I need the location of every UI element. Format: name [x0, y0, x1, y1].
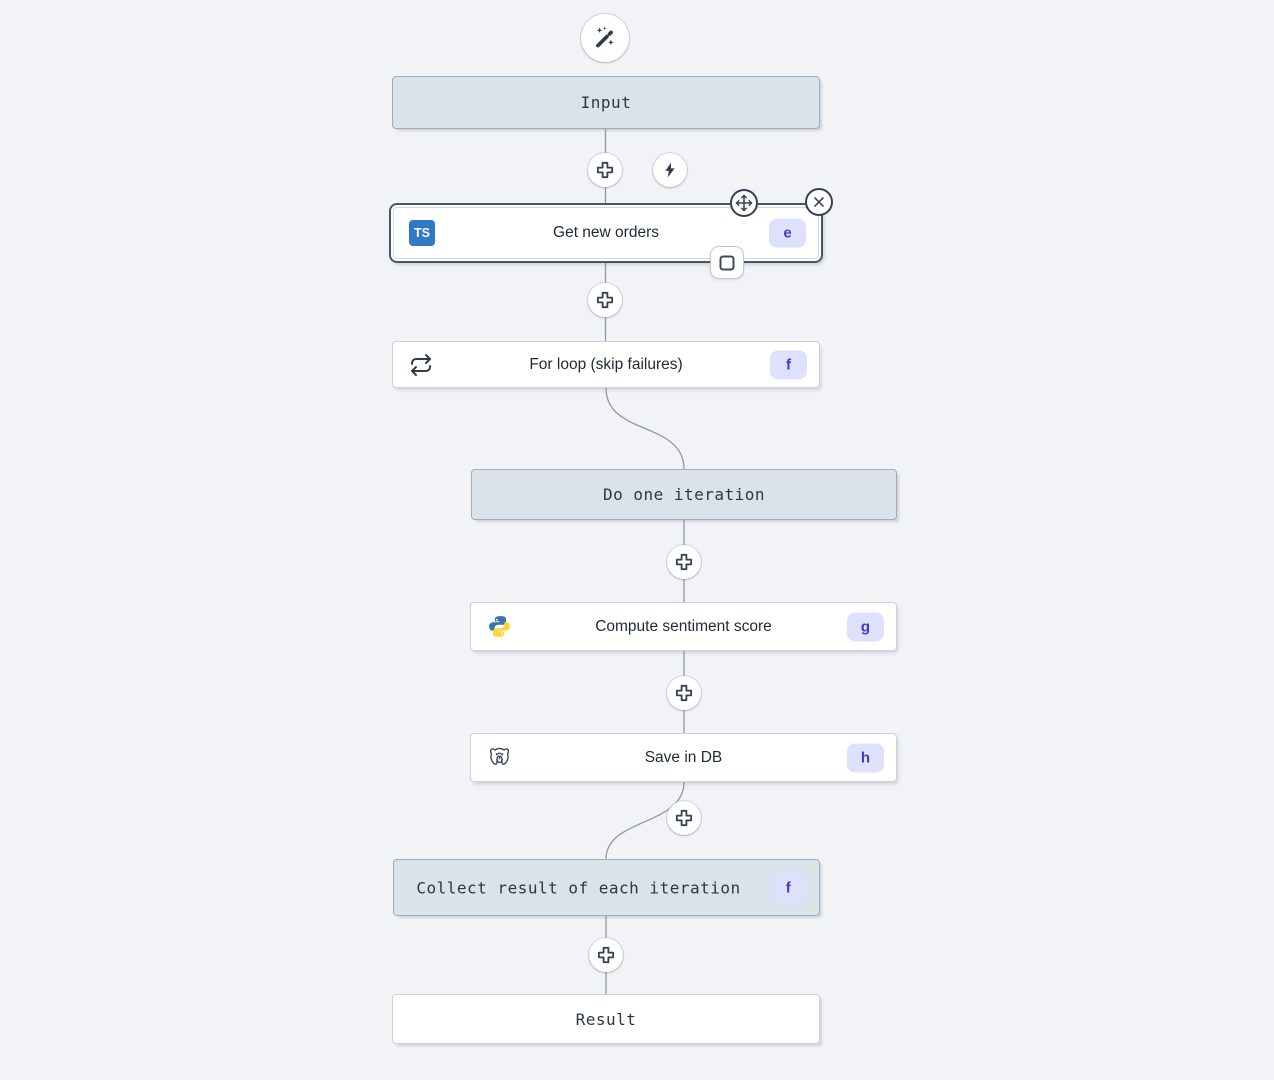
node-get-new-orders[interactable]: TS Get new orders e	[389, 188, 833, 279]
node-id-badge: g	[847, 612, 884, 641]
node-label: Get new orders	[553, 224, 659, 241]
node-input[interactable]: Input	[392, 76, 820, 129]
node-for-loop[interactable]: For loop (skip failures) f	[392, 341, 820, 388]
node-save-in-db[interactable]: Save in DB h	[470, 733, 897, 782]
remove-node-button[interactable]	[805, 188, 833, 216]
node-id-badge: h	[847, 743, 884, 772]
move-arrows-icon	[735, 194, 753, 212]
node-id-badge: f	[770, 350, 807, 379]
insert-step-button[interactable]	[667, 545, 701, 579]
lightning-bolt-icon	[661, 161, 679, 179]
plus-icon	[673, 551, 695, 573]
postgresql-elephant-icon	[486, 745, 512, 771]
node-label: Compute sentiment score	[595, 617, 772, 635]
plus-icon	[673, 807, 695, 829]
plus-icon	[594, 289, 616, 311]
node-label: Input	[580, 93, 632, 112]
insert-step-button[interactable]	[588, 283, 622, 317]
insert-step-button[interactable]	[589, 938, 623, 972]
typescript-icon: TS	[409, 220, 435, 246]
insert-step-button[interactable]	[588, 153, 622, 187]
node-result[interactable]: Result	[392, 994, 820, 1044]
insert-step-button[interactable]	[667, 676, 701, 710]
node-do-one-iteration[interactable]: Do one iteration	[471, 469, 897, 520]
ai-wand-button[interactable]	[581, 14, 629, 62]
plus-icon	[595, 944, 617, 966]
node-label: Result	[575, 1009, 637, 1029]
move-node-button[interactable]	[730, 189, 758, 217]
node-id-badge: f	[770, 873, 807, 902]
plus-icon	[594, 159, 616, 181]
trigger-button[interactable]	[653, 153, 687, 187]
node-collect-result[interactable]: Collect result of each iteration f	[393, 859, 820, 916]
node-compute-sentiment-score[interactable]: Compute sentiment score g	[470, 602, 897, 651]
node-label: Collect result of each iteration	[416, 878, 741, 897]
magic-wand-icon	[592, 25, 618, 51]
plus-icon	[673, 682, 695, 704]
repeat-loop-icon	[408, 352, 434, 378]
expand-node-button[interactable]	[710, 246, 744, 279]
close-x-icon	[812, 195, 826, 209]
insert-step-button[interactable]	[667, 801, 701, 835]
frame-square-icon	[719, 255, 735, 271]
node-label: Do one iteration	[602, 485, 766, 504]
node-label: For loop (skip failures)	[529, 355, 683, 373]
node-label: Save in DB	[644, 748, 723, 766]
node-id-badge: e	[769, 218, 806, 248]
python-logo-icon	[486, 614, 512, 640]
